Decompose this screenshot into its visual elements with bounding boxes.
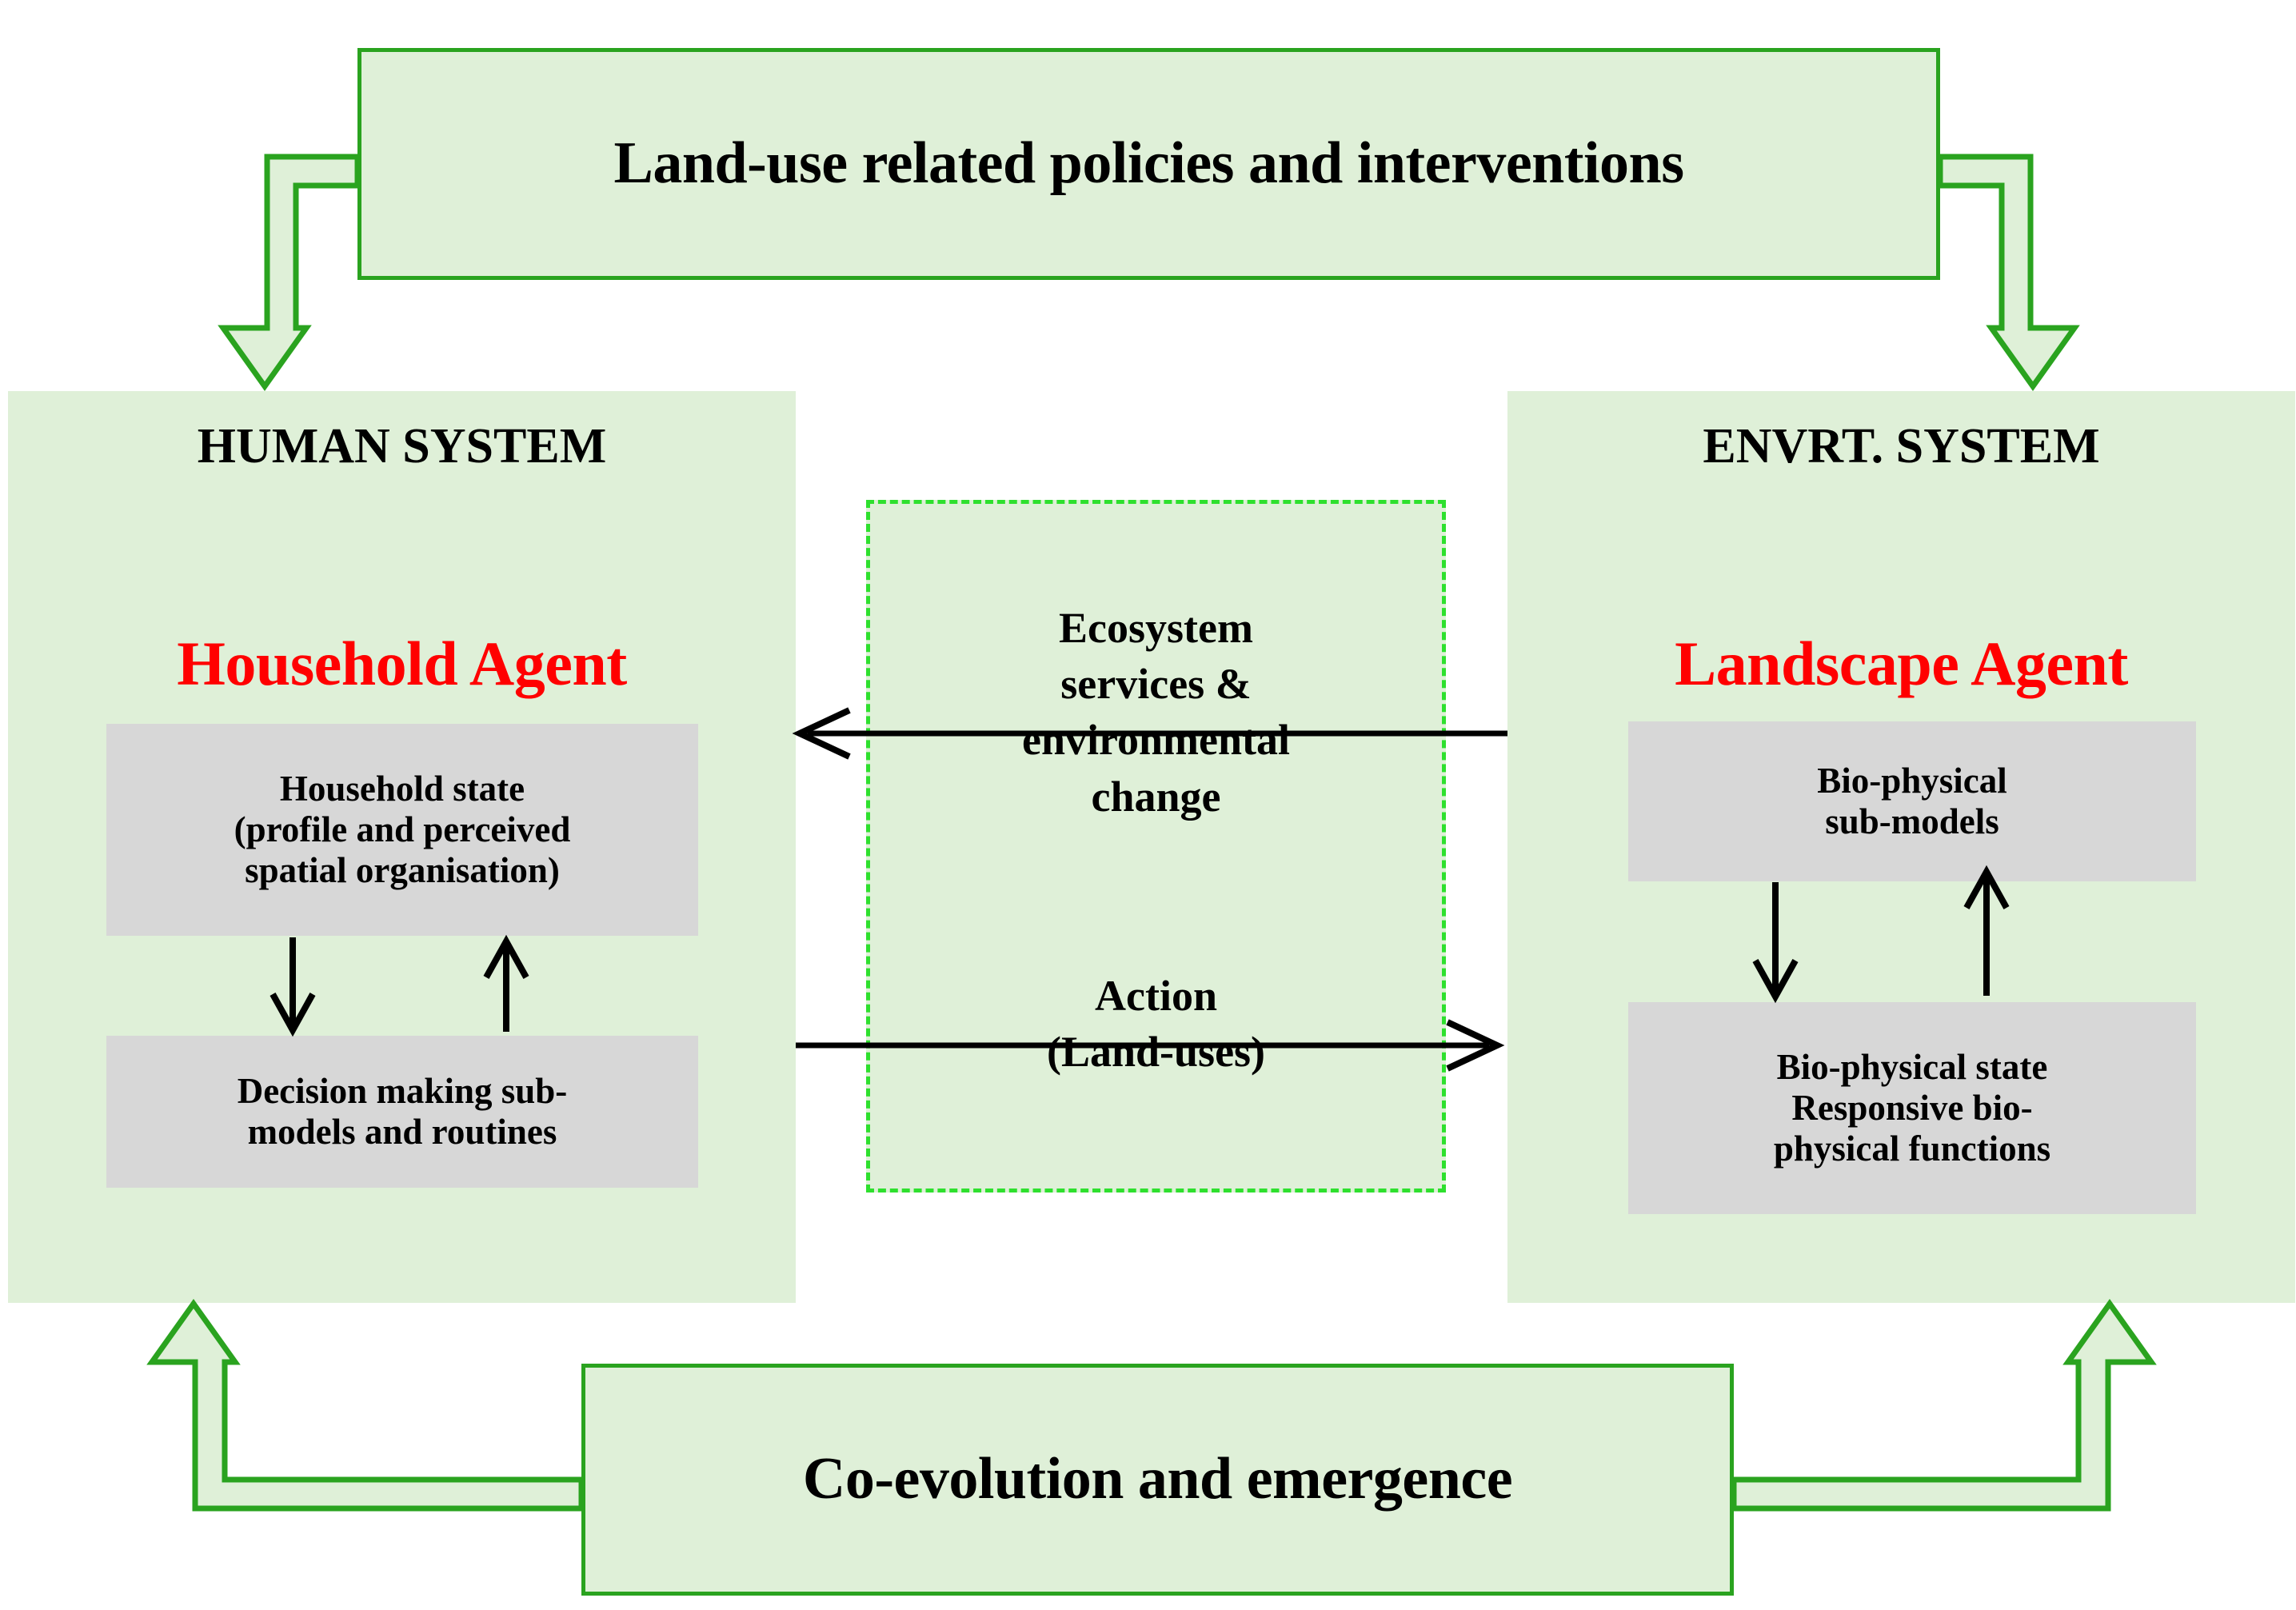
decision-making-box: Decision making sub- models and routines bbox=[106, 1036, 698, 1188]
policies-banner: Land-use related policies and interventi… bbox=[357, 48, 1940, 280]
human-system-title: HUMAN SYSTEM bbox=[197, 419, 607, 473]
arrow-action-landuses-head bbox=[1446, 1019, 1505, 1072]
arrow-policies-to-environment-system bbox=[1937, 154, 2080, 392]
household-state-box: Household state (profile and perceived s… bbox=[106, 724, 698, 936]
environment-system-title: ENVRT. SYSTEM bbox=[1703, 419, 2100, 473]
action-landuses-label: Action (Land-uses) bbox=[1046, 972, 1266, 1077]
bio-physical-state-box: Bio-physical state Responsive bio- physi… bbox=[1628, 1002, 2196, 1214]
center-exchange-region bbox=[866, 500, 1446, 1193]
arrow-coevolution-to-human-system bbox=[146, 1298, 585, 1512]
ecosystem-services-label: Ecosystem services & environmental chang… bbox=[1022, 604, 1290, 821]
coevolution-banner: Co-evolution and emergence bbox=[581, 1364, 1734, 1596]
household-agent-title: Household Agent bbox=[177, 629, 627, 698]
bio-physical-submodels-box: Bio-physical sub-models bbox=[1628, 721, 2196, 881]
landscape-agent-title: Landscape Agent bbox=[1675, 629, 2128, 698]
coevolution-banner-label: Co-evolution and emergence bbox=[802, 1446, 1513, 1512]
policies-banner-label: Land-use related policies and interventi… bbox=[613, 130, 1685, 197]
arrow-ecosystem-services-head bbox=[792, 707, 851, 760]
arrow-coevolution-to-environment-system bbox=[1731, 1298, 2157, 1512]
arrow-policies-to-human-system bbox=[218, 154, 361, 392]
